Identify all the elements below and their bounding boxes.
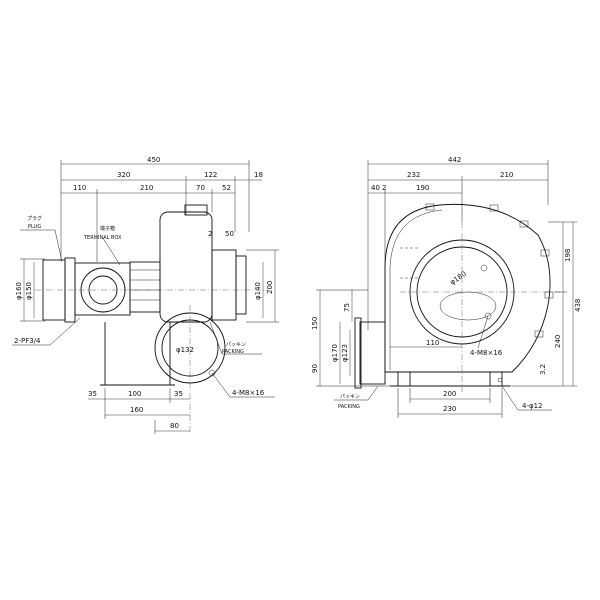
- dim-front-phi150: φ150: [25, 282, 33, 300]
- dim-front-80: 80: [170, 422, 179, 430]
- label-m8-front: 4-M8×16: [232, 389, 265, 397]
- dim-side-90: 90: [311, 364, 319, 373]
- dim-side-110: 110: [426, 339, 439, 347]
- dim-side-240: 240: [554, 335, 562, 348]
- label-m8-side: 4-M8×16: [470, 349, 503, 357]
- dim-front-phi160: φ160: [15, 282, 23, 300]
- label-pf34: 2-PF3/4: [14, 337, 41, 345]
- dim-front-110: 110: [73, 184, 86, 192]
- side-view: 442 232 210 40 2 190: [311, 156, 582, 418]
- dim-side-150: 150: [311, 317, 319, 330]
- label-packing-jp-side: パッキン: [340, 394, 360, 400]
- dim-side-210: 210: [500, 171, 513, 179]
- label-phi12: 4-φ12: [522, 402, 543, 410]
- dim-side-phi123: φ123: [341, 344, 349, 362]
- dim-side-230: 230: [443, 405, 456, 413]
- dim-front-450: 450: [147, 156, 160, 164]
- dim-front-35a: 35: [88, 390, 97, 398]
- dim-front-320: 320: [117, 171, 130, 179]
- label-terminal-jp: 端子箱: [100, 225, 115, 232]
- dim-front-phi132: φ132: [176, 346, 194, 354]
- label-terminal-en: TERMINAL BOX: [83, 235, 122, 241]
- dim-front-200: 200: [266, 281, 274, 294]
- dim-front-35b: 35: [174, 390, 183, 398]
- dim-side-442: 442: [448, 156, 461, 164]
- dim-side-phi170: φ170: [331, 344, 339, 362]
- label-plug-en: PLUG: [28, 224, 41, 230]
- dim-front-52: 52: [222, 184, 231, 192]
- dim-side-438: 438: [574, 299, 582, 312]
- dim-side-phi180: φ180: [449, 270, 468, 287]
- dim-front-2: 2: [208, 230, 212, 238]
- dim-front-18: 18: [254, 171, 263, 179]
- dim-front-210: 210: [140, 184, 153, 192]
- label-plug-jp: プラグ: [27, 215, 42, 222]
- dim-front-50: 50: [225, 230, 234, 238]
- dim-side-40: 40: [371, 184, 380, 192]
- dim-side-3-2: 3.2: [539, 364, 547, 375]
- dim-side-198: 198: [564, 249, 572, 262]
- dim-side-190: 190: [416, 184, 429, 192]
- dim-front-160: 160: [130, 406, 143, 414]
- dim-side-200: 200: [443, 390, 456, 398]
- dim-front-70: 70: [196, 184, 205, 192]
- dim-front-phi140: φ140: [254, 282, 262, 300]
- dim-side-232: 232: [407, 171, 420, 179]
- dim-side-75: 75: [343, 303, 351, 312]
- dim-side-2: 2: [382, 184, 386, 192]
- label-packing-en-side: PACKING: [338, 404, 360, 410]
- label-packing-jp-front: パッキン: [226, 342, 246, 348]
- label-packing-en-front: PACKING: [222, 349, 244, 355]
- dim-front-100: 100: [128, 390, 141, 398]
- front-view: 450 320 122 18 110 210 70 52: [12, 156, 279, 434]
- dim-front-122: 122: [204, 171, 217, 179]
